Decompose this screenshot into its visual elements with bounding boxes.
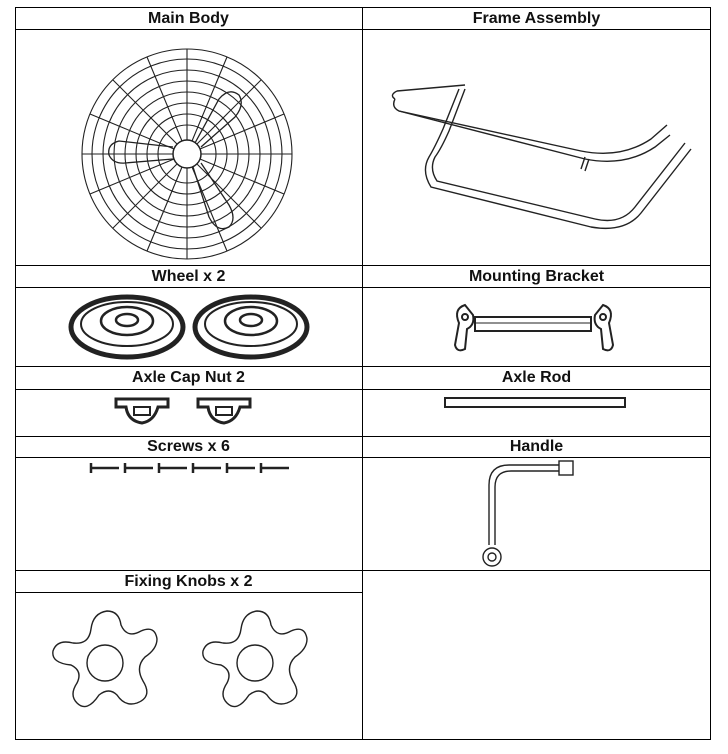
cap-nut-icon xyxy=(114,397,252,425)
row-divider xyxy=(15,389,711,390)
screws-label: Screws x 6 xyxy=(147,438,230,455)
table-border-top xyxy=(15,7,711,8)
row-divider xyxy=(15,592,363,593)
table-border-left xyxy=(15,7,16,740)
row-divider xyxy=(15,366,711,367)
wheel-icon xyxy=(68,294,310,360)
handle-icon xyxy=(482,460,574,567)
parts-table: Main Body Frame Assembly Wheel x 2 Mount… xyxy=(15,7,711,740)
row-divider xyxy=(15,265,711,266)
table-border-right xyxy=(710,7,711,740)
axle-rod-label: Axle Rod xyxy=(501,369,572,386)
fixing-knobs-label: Fixing Knobs x 2 xyxy=(124,572,253,590)
row-divider xyxy=(15,457,711,458)
screw-icon xyxy=(89,463,289,473)
main-body-label: Main Body xyxy=(148,9,229,27)
wheel-label: Wheel x 2 xyxy=(151,267,226,285)
frame-assembly-label: Frame Assembly xyxy=(472,9,601,27)
bracket-icon xyxy=(453,303,615,352)
table-divider-vertical xyxy=(362,7,363,740)
mounting-bracket-label: Mounting Bracket xyxy=(468,267,605,285)
handle-label: Handle xyxy=(509,438,564,455)
row-divider xyxy=(15,436,711,437)
tube-frame-icon xyxy=(391,84,692,230)
row-divider xyxy=(15,29,711,30)
table-border-bottom xyxy=(15,739,711,740)
axle-cap-nut-label: Axle Cap Nut 2 xyxy=(132,369,245,386)
fan-grille-icon xyxy=(81,48,293,260)
rod-icon xyxy=(444,397,626,408)
row-divider xyxy=(15,570,711,571)
knob-icon xyxy=(52,610,308,708)
row-divider xyxy=(15,287,711,288)
